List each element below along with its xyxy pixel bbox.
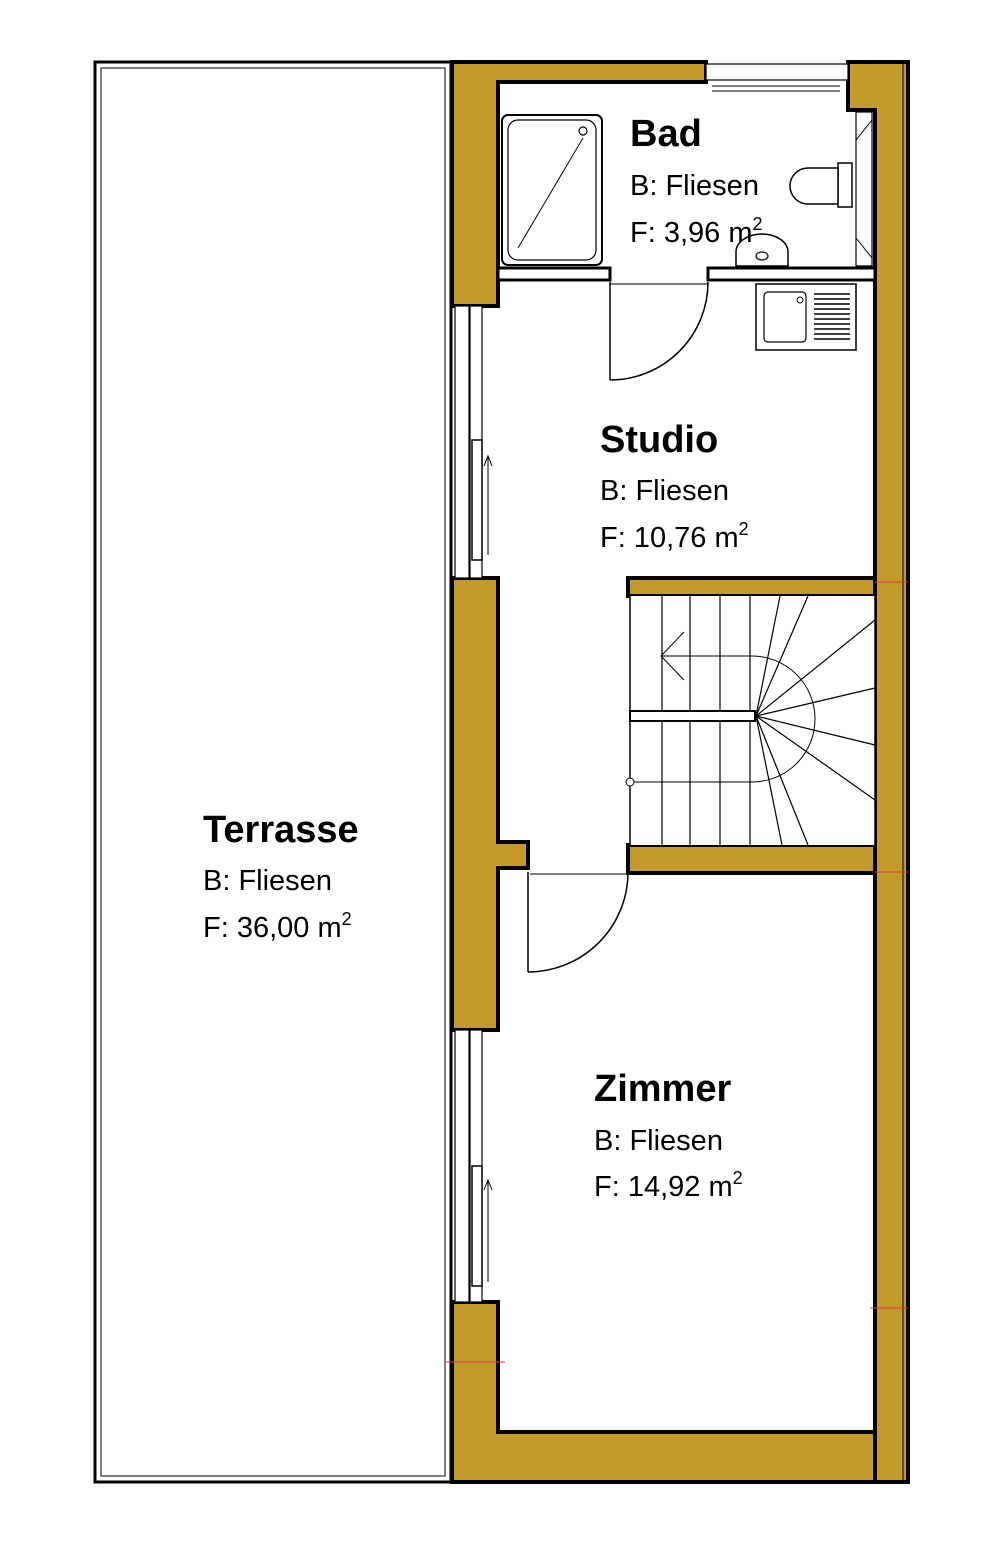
- room-floor-bad: B: Fliesen: [630, 170, 759, 202]
- washbasin: [735, 233, 789, 267]
- window-left-zimmer: [454, 1029, 493, 1303]
- outer-lines-right: [445, 62, 908, 1482]
- room-area-zimmer: F: 14,92 m2: [594, 1168, 743, 1203]
- walls: [450, 60, 910, 1484]
- label-zimmer: Zimmer B: Fliesen F: 14,92 m2: [594, 1068, 743, 1203]
- toilet: [789, 162, 853, 208]
- room-name-zimmer: Zimmer: [594, 1068, 731, 1110]
- wall-top-left: [450, 60, 708, 308]
- label-bad: Bad B: Fliesen F: 3,96 m2: [630, 113, 763, 249]
- staircase: [625, 595, 876, 846]
- room-floor-zimmer: B: Fliesen: [594, 1125, 723, 1157]
- door-zimmer: [527, 845, 629, 973]
- label-studio: Studio B: Fliesen F: 10,76 m2: [600, 419, 749, 554]
- wall-left-bottom: [450, 1300, 877, 1484]
- wall-stair-bottom: [626, 843, 877, 875]
- room-area-studio: F: 10,76 m2: [600, 519, 749, 554]
- room-area-bad: F: 3,96 m2: [630, 214, 763, 249]
- room-floor-studio: B: Fliesen: [600, 475, 729, 507]
- kitchen-sink: [755, 283, 857, 351]
- wall-stair-top: [626, 576, 877, 598]
- wall-left-mid: [450, 576, 530, 1032]
- terrace-area: [93, 60, 453, 1484]
- window-left-studio: [454, 305, 493, 579]
- label-terrasse: Terrasse B: Fliesen F: 36,00 m2: [203, 809, 359, 944]
- room-name-terrasse: Terrasse: [203, 809, 359, 851]
- bath-installation-strip: [855, 111, 873, 267]
- room-floor-terrasse: B: Fliesen: [203, 865, 332, 897]
- door-bath: [609, 281, 709, 381]
- room-name-bad: Bad: [630, 113, 702, 155]
- shower-tray: [501, 114, 603, 266]
- room-name-studio: Studio: [600, 419, 718, 461]
- room-area-terrasse: F: 36,00 m2: [203, 909, 352, 944]
- window-top: [705, 63, 849, 92]
